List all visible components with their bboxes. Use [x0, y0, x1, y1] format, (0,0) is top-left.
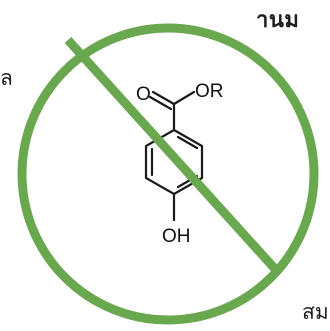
cropped-heading-text: านม: [256, 8, 300, 33]
ester-single-bond: [172, 90, 196, 106]
cropped-body-text: ล: [0, 66, 13, 90]
prohibition-circle: [17, 23, 319, 325]
paraben-molecule: [144, 90, 204, 222]
hydroxyl-group-label: OH: [162, 226, 191, 247]
aromatic-double-bond: [176, 135, 199, 150]
carbonyl-double-bond: [151, 90, 176, 106]
cropped-body-text: สม: [302, 300, 329, 324]
ester-group-label: OR: [195, 81, 224, 102]
carbonyl-double-bond: [148, 95, 173, 111]
carbonyl-oxygen-label: O: [136, 84, 151, 105]
prohibition-slash: [64, 36, 280, 274]
